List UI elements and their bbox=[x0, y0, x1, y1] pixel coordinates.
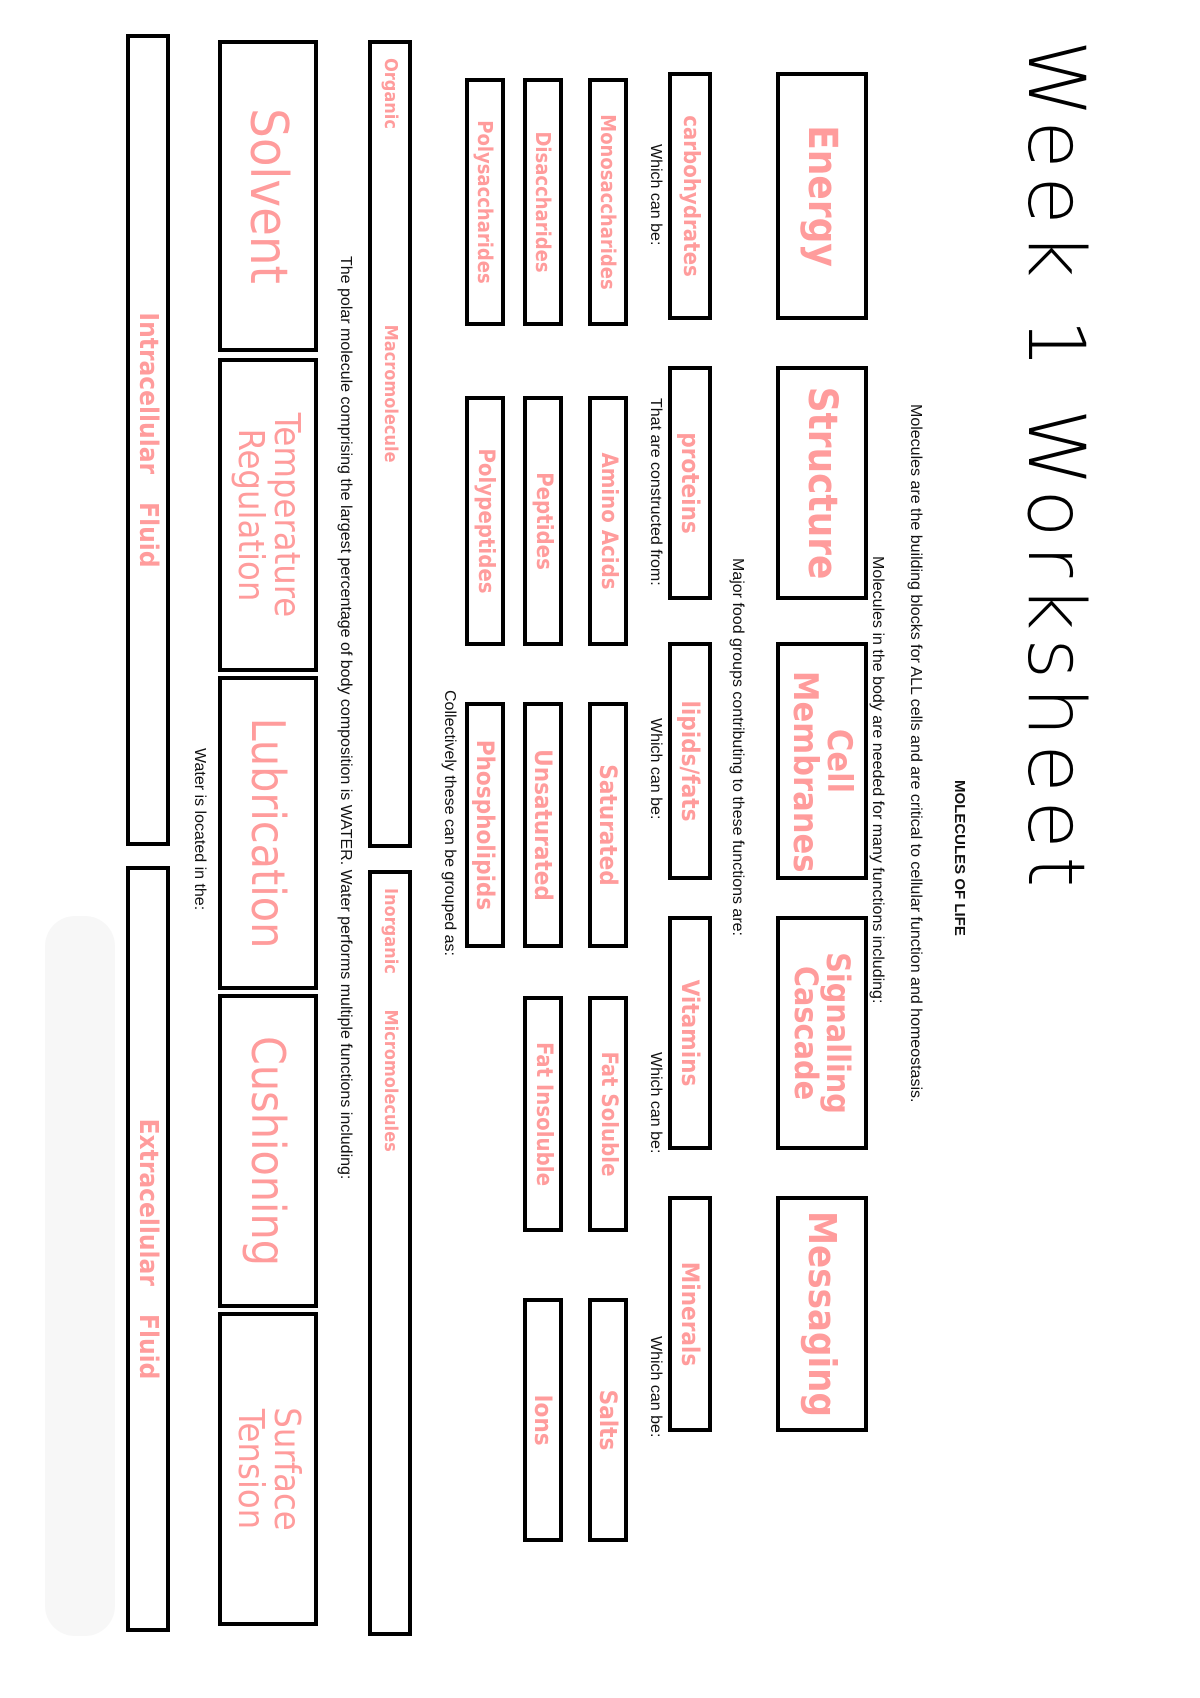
answer-polysaccharides: Polysaccharides bbox=[473, 120, 497, 284]
answer-surface-tension: Surface Tension bbox=[230, 1407, 307, 1531]
answer-disaccharides: Disaccharides bbox=[531, 131, 555, 273]
answer-lubrication: Lubrication bbox=[241, 717, 295, 949]
function-box-signalling-cascade[interactable]: Signalling Cascade bbox=[776, 916, 868, 1150]
worksheet-title: Week 1 Worksheet bbox=[1010, 40, 1100, 896]
answer-cell-membranes: Cell Membranes bbox=[785, 671, 859, 873]
answer-fat-soluble: Fat Soluble bbox=[596, 1051, 621, 1177]
vitamin-box-fat-soluble[interactable]: Fat Soluble bbox=[588, 996, 628, 1232]
answer-peptides: Peptides bbox=[531, 472, 556, 570]
answer-inorganic-micromolecules: Inorganic Micromolecules bbox=[380, 888, 401, 1152]
group-box-inorganic[interactable]: Inorganic Micromolecules bbox=[368, 870, 412, 1636]
minerals-prompt: Which can be: bbox=[647, 1336, 664, 1438]
grouped-prompt: Collectively these can be grouped as: bbox=[441, 690, 458, 956]
proteins-prompt: That are constructed from: bbox=[647, 398, 664, 586]
answer-phospholipids: Phospholipids bbox=[471, 739, 499, 911]
answer-amino-acids: Amino Acids bbox=[596, 452, 621, 590]
answer-carbohydrates: carbohydrates bbox=[678, 115, 703, 277]
food-group-box-carbohydrates[interactable]: carbohydrates bbox=[668, 72, 712, 320]
answer-messaging: Messaging bbox=[800, 1211, 844, 1417]
answer-temperature-regulation: Temperature Regulation bbox=[230, 412, 307, 618]
mineral-box-salts[interactable]: Salts bbox=[588, 1298, 628, 1542]
protein-box-polypeptides[interactable]: Polypeptides bbox=[465, 396, 505, 646]
location-box-extracellular[interactable]: Extracellular Fluid bbox=[126, 866, 170, 1632]
vitamins-prompt: Which can be: bbox=[647, 1052, 664, 1154]
function-box-cell-membranes[interactable]: Cell Membranes bbox=[776, 642, 868, 880]
lipid-box-saturated[interactable]: Saturated bbox=[588, 702, 628, 948]
answer-fat-insoluble: Fat Insoluble bbox=[531, 1041, 556, 1187]
carb-box-polysaccharides[interactable]: Polysaccharides bbox=[465, 78, 505, 326]
section-heading: MOLECULES OF LIFE bbox=[951, 780, 968, 936]
answer-energy: Energy bbox=[799, 125, 845, 267]
answer-solvent: Solvent bbox=[238, 108, 298, 284]
answer-ions: Ions bbox=[529, 1394, 557, 1446]
lipid-box-phospholipids[interactable]: Phospholipids bbox=[465, 702, 505, 948]
carb-box-disaccharides[interactable]: Disaccharides bbox=[523, 78, 563, 326]
location-prompt: Water is located in the: bbox=[191, 748, 208, 911]
protein-box-peptides[interactable]: Peptides bbox=[523, 396, 563, 646]
food-group-box-minerals[interactable]: Minerals bbox=[668, 1196, 712, 1432]
water-function-box-lubrication[interactable]: Lubrication bbox=[218, 676, 318, 990]
carb-box-monosaccharides[interactable]: Monosaccharides bbox=[588, 78, 628, 326]
answer-vitamins: Vitamins bbox=[676, 979, 704, 1087]
water-function-box-surface-tension[interactable]: Surface Tension bbox=[218, 1312, 318, 1626]
protein-box-amino-acids[interactable]: Amino Acids bbox=[588, 396, 628, 646]
intro-line-1: Molecules are the building blocks for AL… bbox=[907, 404, 924, 1103]
function-box-energy[interactable]: Energy bbox=[776, 72, 868, 320]
food-group-box-proteins[interactable]: proteins bbox=[668, 366, 712, 600]
answer-organic-macromolecule: Organic Macromolecule bbox=[380, 58, 401, 463]
water-function-box-cushioning[interactable]: Cushioning bbox=[218, 994, 318, 1308]
scan-smudge bbox=[45, 916, 115, 1636]
food-groups-prompt: Major food groups contributing to these … bbox=[729, 558, 746, 936]
water-function-box-temperature-regulation[interactable]: Temperature Regulation bbox=[218, 358, 318, 672]
answer-polypeptides: Polypeptides bbox=[473, 448, 498, 594]
answer-cushioning: Cushioning bbox=[241, 1036, 295, 1266]
answer-extracellular-fluid: Extracellular Fluid bbox=[133, 1118, 163, 1380]
vitamin-box-fat-insoluble[interactable]: Fat Insoluble bbox=[523, 996, 563, 1232]
answer-structure: Structure bbox=[799, 386, 845, 580]
mineral-box-ions[interactable]: Ions bbox=[523, 1298, 563, 1542]
water-function-box-solvent[interactable]: Solvent bbox=[218, 40, 318, 352]
location-box-intracellular[interactable]: Intracellular Fluid bbox=[126, 34, 170, 846]
answer-monosaccharides: Monosaccharides bbox=[596, 114, 620, 290]
answer-salts: Salts bbox=[594, 1389, 622, 1451]
function-box-structure[interactable]: Structure bbox=[776, 366, 868, 600]
water-prompt: The polar molecule comprising the larges… bbox=[337, 256, 354, 1180]
answer-proteins: proteins bbox=[676, 432, 704, 534]
answer-intracellular-fluid: Intracellular Fluid bbox=[133, 312, 163, 568]
answer-minerals: Minerals bbox=[676, 1261, 704, 1367]
answer-lipids-fats: lipids/fats bbox=[676, 700, 704, 822]
answer-signalling-cascade: Signalling Cascade bbox=[787, 952, 857, 1114]
function-box-messaging[interactable]: Messaging bbox=[776, 1196, 868, 1432]
food-group-box-lipids[interactable]: lipids/fats bbox=[668, 642, 712, 880]
answer-unsaturated: Unsaturated bbox=[529, 749, 557, 901]
group-box-organic[interactable]: Organic Macromolecule bbox=[368, 40, 412, 848]
answer-saturated: Saturated bbox=[594, 764, 622, 886]
food-group-box-vitamins[interactable]: Vitamins bbox=[668, 916, 712, 1150]
intro-line-2: Molecules in the body are needed for man… bbox=[869, 556, 886, 1004]
carbohydrates-prompt: Which can be: bbox=[647, 144, 664, 246]
lipid-box-unsaturated[interactable]: Unsaturated bbox=[523, 702, 563, 948]
lipids-prompt: Which can be: bbox=[647, 718, 664, 820]
